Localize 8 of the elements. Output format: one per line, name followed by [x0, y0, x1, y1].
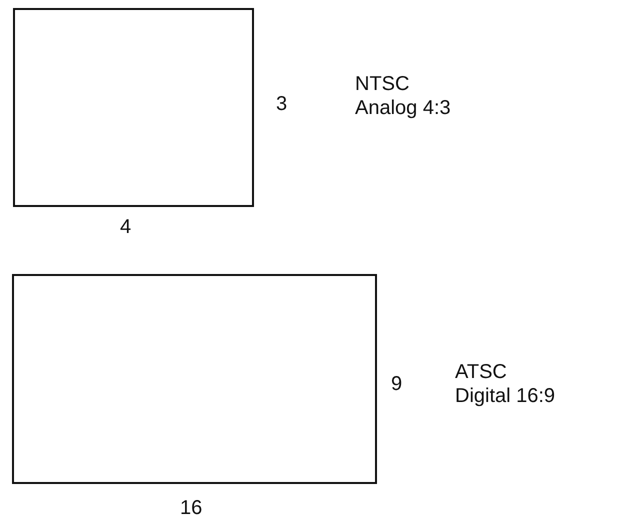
dimension-label: 3 [276, 92, 288, 116]
dimension-label: 4 [120, 215, 132, 239]
dimension-label: 9 [391, 372, 402, 396]
screen-rectangle [12, 274, 377, 484]
format-caption: NTSC Analog 4:3 [355, 72, 452, 120]
dimension-label: 16 [180, 496, 202, 520]
screen-rectangle [13, 8, 254, 207]
format-caption: ATSC Digital 16:9 [455, 360, 556, 408]
